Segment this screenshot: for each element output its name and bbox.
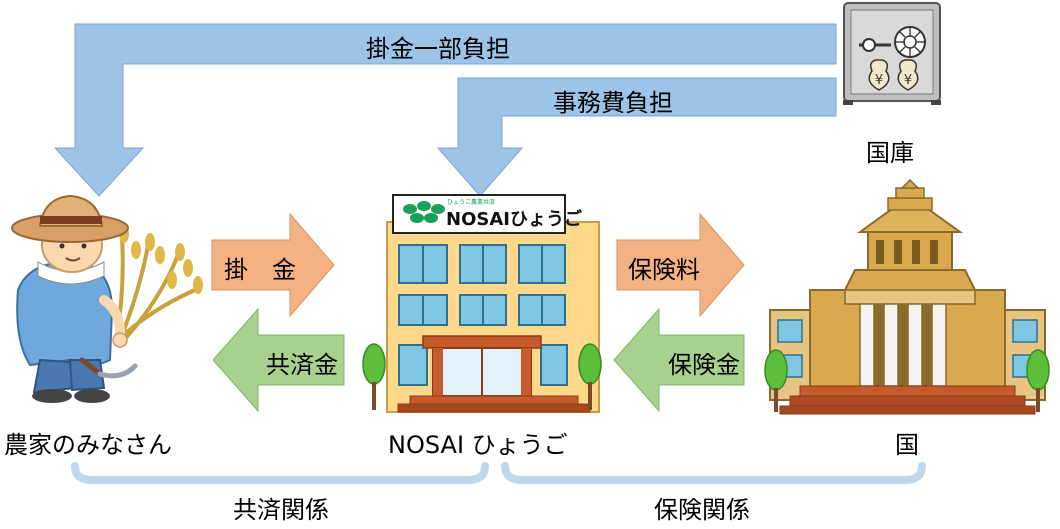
kakekin-partial-arrow — [53, 23, 837, 197]
country-label: 国 — [895, 431, 919, 459]
hokenkin-arrow — [613, 307, 745, 413]
kakekin-label: 掛 金 — [224, 256, 296, 284]
hokenkin-label: 保険金 — [668, 351, 740, 379]
mutual-aid-relation-label: 共済関係 — [233, 496, 329, 524]
nosai-sign-tagline: ひょうご農業共済 — [447, 199, 496, 206]
kakekin-arrow — [211, 212, 335, 318]
admin-cost-arrow — [436, 77, 837, 197]
mutual-aid-bracket — [71, 462, 489, 484]
farmer-illustration — [11, 194, 203, 403]
safe-icon — [843, 2, 941, 105]
hokenryo-label: 保険料 — [628, 256, 700, 284]
kyosaikin-arrow — [212, 307, 345, 413]
insurance-bracket — [501, 462, 926, 484]
treasury-label: 国庫 — [866, 139, 914, 167]
farmer-label: 農家のみなさん — [4, 431, 172, 459]
nosai-sign-brand: NOSAIひょうご — [446, 209, 582, 230]
admin-cost-label: 事務費負担 — [553, 89, 673, 117]
kyosaikin-label: 共済金 — [266, 351, 338, 379]
national-building-illustration — [764, 178, 1050, 415]
nosai-building-illustration — [362, 194, 602, 413]
insurance-relation-label: 保険関係 — [654, 496, 750, 524]
hokenryo-arrow — [616, 212, 745, 318]
nosai-label: NOSAI ひょうご — [388, 431, 568, 459]
kakekin-partial-label: 掛金一部負担 — [366, 35, 510, 63]
yen-symbol-1: ¥ — [875, 73, 883, 88]
yen-symbol-2: ¥ — [904, 73, 912, 88]
